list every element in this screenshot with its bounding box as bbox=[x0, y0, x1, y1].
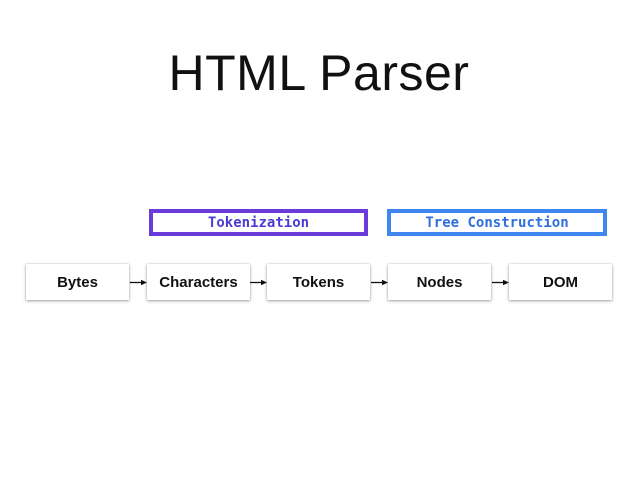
arrow-right-icon bbox=[130, 279, 147, 285]
arrow-right-icon bbox=[371, 279, 388, 285]
stage-dom: DOM bbox=[509, 264, 612, 300]
tree-construction-phase-box: Tree Construction bbox=[387, 209, 607, 236]
stage-characters: Characters bbox=[147, 264, 250, 300]
stage-tokens: Tokens bbox=[267, 264, 370, 300]
stage-nodes: Nodes bbox=[388, 264, 491, 300]
arrow-right-icon bbox=[250, 279, 267, 285]
diagram-title: HTML Parser bbox=[168, 45, 470, 101]
tokenization-phase-box: Tokenization bbox=[149, 209, 368, 236]
stage-bytes: Bytes bbox=[26, 264, 129, 300]
arrow-right-icon bbox=[492, 279, 509, 285]
